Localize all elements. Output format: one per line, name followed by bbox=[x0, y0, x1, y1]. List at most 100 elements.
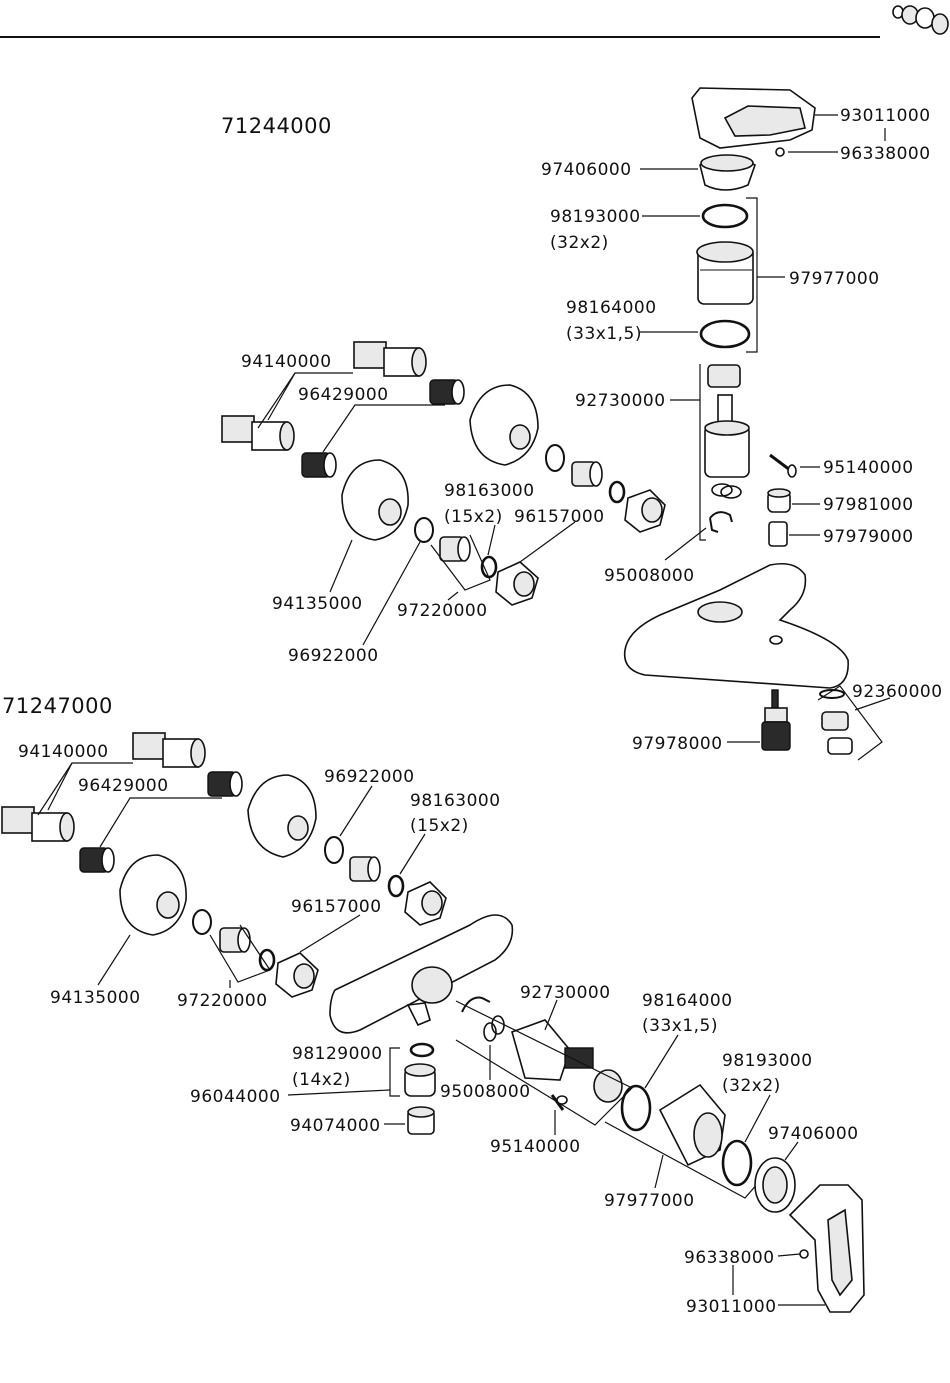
set-screw-part-b bbox=[799, 1249, 809, 1259]
label-95140000-top: 95140000 bbox=[823, 458, 914, 478]
label-94135000-top: 94135000 bbox=[272, 594, 363, 614]
o-ring-upper-b bbox=[387, 874, 405, 898]
s-union-upper-b bbox=[132, 732, 206, 768]
cartridge-sleeve bbox=[696, 241, 754, 305]
s-union-upper bbox=[353, 341, 427, 377]
union-nut-upper-b bbox=[404, 881, 447, 926]
mixer-body-bottom bbox=[329, 914, 514, 1034]
model-number-bottom: 71247000 bbox=[2, 694, 113, 718]
label-98164000-size-top: (33x1,5) bbox=[566, 324, 642, 344]
label-95008000-bottom: 95008000 bbox=[440, 1082, 531, 1102]
screw-part bbox=[769, 453, 797, 478]
check-valve-lower-b bbox=[79, 847, 115, 873]
o-ring-14x2 bbox=[409, 1042, 435, 1058]
label-97979000-top: 97979000 bbox=[823, 527, 914, 547]
washer-upper-b bbox=[324, 836, 344, 864]
label-97406000-top: 97406000 bbox=[541, 160, 632, 180]
label-98164000-size-bottom: (33x1,5) bbox=[642, 1016, 718, 1036]
label-96338000-top: 96338000 bbox=[840, 144, 931, 164]
escutcheon-upper bbox=[469, 384, 539, 466]
label-98163000-top: 98163000 bbox=[444, 481, 535, 501]
flow-limiter-lower-b bbox=[219, 927, 251, 953]
cover-cap-b bbox=[754, 1157, 796, 1213]
label-97977000-top: 97977000 bbox=[789, 269, 880, 289]
label-96157000-bottom: 96157000 bbox=[291, 897, 382, 917]
s-union-lower bbox=[221, 415, 295, 451]
aerator-part bbox=[819, 689, 853, 755]
label-96922000-bottom: 96922000 bbox=[324, 767, 415, 787]
label-98193000-size-top: (32x2) bbox=[550, 233, 609, 253]
spout-adapter bbox=[404, 1063, 436, 1097]
check-valve-lower bbox=[301, 452, 337, 478]
label-97978000-top: 97978000 bbox=[632, 734, 723, 754]
o-ring-32x2-b bbox=[721, 1139, 753, 1187]
label-94140000-bottom: 94140000 bbox=[18, 742, 109, 762]
label-98193000-top: 98193000 bbox=[550, 207, 641, 227]
diverter-cartridge bbox=[761, 689, 791, 751]
cap-part bbox=[768, 521, 788, 547]
o-ring-lower-b bbox=[258, 948, 276, 972]
label-98193000-bottom: 98193000 bbox=[722, 1051, 813, 1071]
cover-cap bbox=[699, 154, 756, 191]
label-97406000-bottom: 97406000 bbox=[768, 1124, 859, 1144]
escutcheon-upper-b bbox=[247, 774, 317, 858]
model-number-top: 71244000 bbox=[221, 114, 332, 138]
label-97220000-bottom: 97220000 bbox=[177, 991, 268, 1011]
label-97981000-top: 97981000 bbox=[823, 495, 914, 515]
label-96429000-bottom: 96429000 bbox=[78, 776, 169, 796]
check-valve-upper bbox=[429, 379, 465, 405]
escutcheon-lower bbox=[341, 459, 409, 541]
fittings-icon bbox=[892, 5, 949, 35]
label-98129000-bottom: 98129000 bbox=[292, 1044, 383, 1064]
o-ring-32x2 bbox=[701, 203, 749, 229]
union-nut-lower bbox=[495, 561, 539, 606]
handle-lever bbox=[691, 87, 816, 149]
label-94135000-bottom: 94135000 bbox=[50, 988, 141, 1008]
flow-limiter-upper-b bbox=[349, 856, 381, 882]
thermostatic-cartridge bbox=[704, 364, 750, 478]
thermostatic-cartridge-b bbox=[511, 1019, 623, 1103]
label-93011000-bottom: 93011000 bbox=[686, 1297, 777, 1317]
label-97977000-bottom: 97977000 bbox=[604, 1191, 695, 1211]
screw-part-b bbox=[550, 1094, 568, 1111]
escutcheon-lower-b bbox=[119, 854, 187, 936]
o-ring-33x1-5-b bbox=[620, 1084, 652, 1132]
retaining-clip bbox=[709, 483, 742, 533]
cartridge-sleeve-b bbox=[658, 1083, 726, 1167]
mixer-body-top bbox=[623, 562, 849, 689]
set-screw-part bbox=[775, 147, 785, 157]
washer-lower-b bbox=[192, 909, 212, 935]
handle-lever-b bbox=[788, 1184, 865, 1313]
label-96157000-top: 96157000 bbox=[514, 507, 605, 527]
label-96922000-top: 96922000 bbox=[288, 646, 379, 666]
label-93011000-top: 93011000 bbox=[840, 106, 931, 126]
label-96044000-bottom: 96044000 bbox=[190, 1087, 281, 1107]
retaining-clip-b bbox=[461, 996, 505, 1042]
label-98163000-size-top: (15x2) bbox=[444, 507, 503, 527]
o-ring-upper bbox=[608, 480, 626, 504]
label-98163000-bottom: 98163000 bbox=[410, 791, 501, 811]
label-94074000-bottom: 94074000 bbox=[290, 1116, 381, 1136]
label-98193000-size-bottom: (32x2) bbox=[722, 1076, 781, 1096]
label-97220000-top: 97220000 bbox=[397, 601, 488, 621]
label-92730000-top: 92730000 bbox=[575, 391, 666, 411]
label-92360000-top: 92360000 bbox=[852, 682, 943, 702]
label-98164000-bottom: 98164000 bbox=[642, 991, 733, 1011]
washer-upper bbox=[545, 444, 565, 472]
nut-adapter bbox=[407, 1106, 435, 1135]
stop-button bbox=[767, 488, 791, 513]
label-95008000-top: 95008000 bbox=[604, 566, 695, 586]
check-valve-upper-b bbox=[207, 771, 243, 797]
label-98164000-top: 98164000 bbox=[566, 298, 657, 318]
washer-lower bbox=[414, 517, 434, 543]
label-96429000-top: 96429000 bbox=[298, 385, 389, 405]
union-nut-upper bbox=[624, 489, 666, 533]
label-98163000-size-bottom: (15x2) bbox=[410, 816, 469, 836]
flow-limiter-lower bbox=[439, 536, 471, 562]
label-98129000-size-bottom: (14x2) bbox=[292, 1070, 351, 1090]
label-95140000-bottom: 95140000 bbox=[490, 1137, 581, 1157]
flow-limiter-upper bbox=[571, 461, 603, 487]
o-ring-33x1-5 bbox=[699, 319, 751, 349]
union-nut-lower-b bbox=[275, 952, 319, 998]
